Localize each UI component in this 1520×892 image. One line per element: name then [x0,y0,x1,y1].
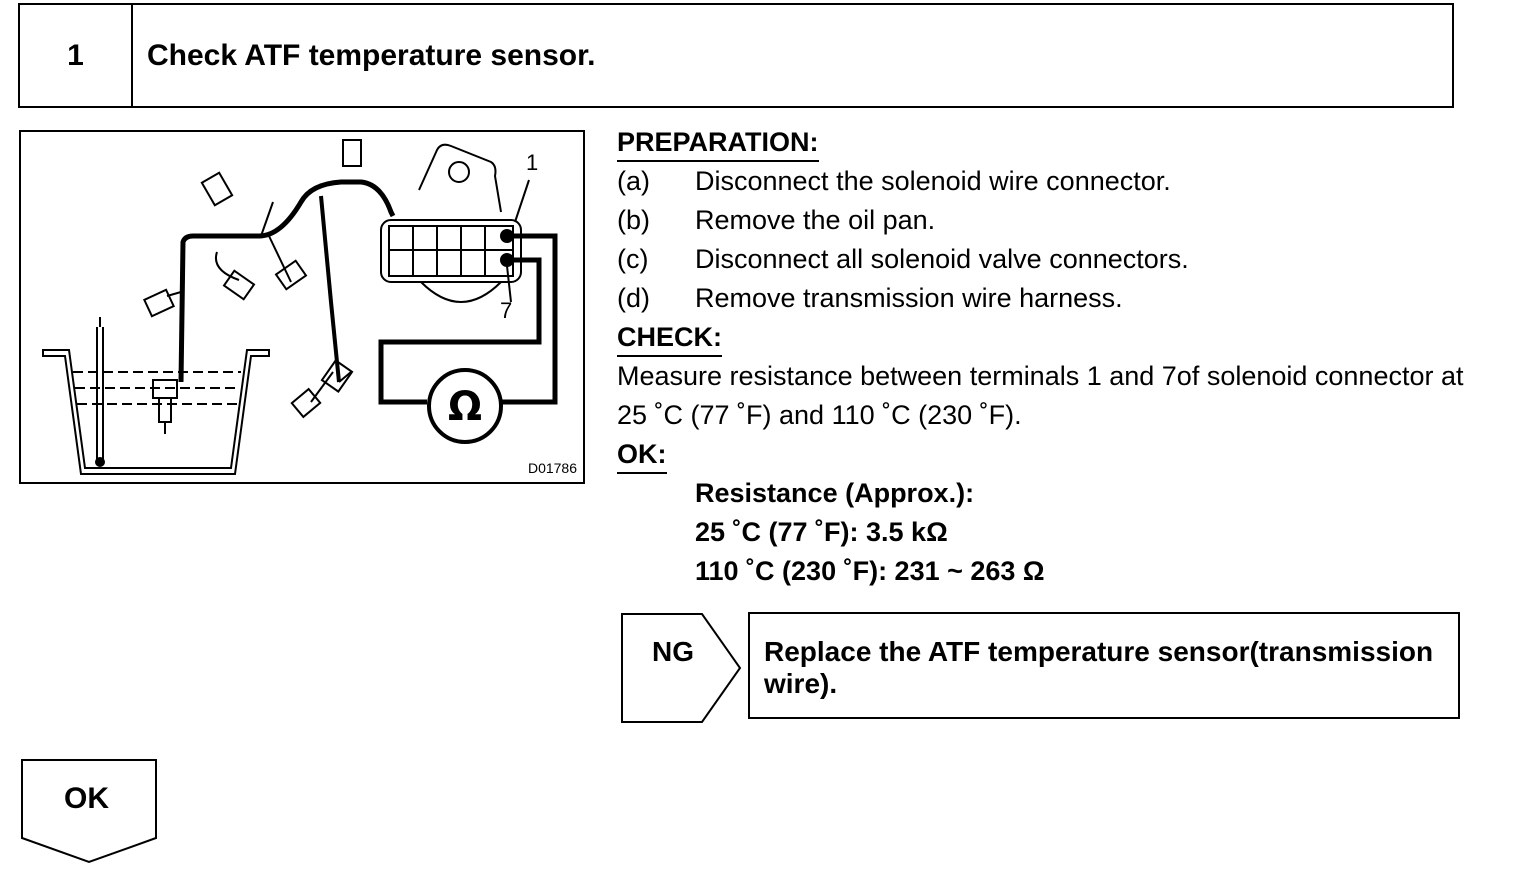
wire-harness [178,179,396,383]
prep-step-letter: (b) [617,205,650,235]
ok-spec-line: 25 ˚C (77 ˚F): 3.5 kΩ [695,517,948,547]
meter-lead-a [501,233,558,405]
prep-step-text: Disconnect the solenoid wire connector. [695,166,1171,196]
check-text: Measure resistance between terminals 1 a… [617,361,1464,430]
prep-step-letter: (c) [617,244,649,274]
prep-step-c: (c) Disconnect all solenoid valve connec… [617,240,1477,279]
prep-step-letter: (d) [617,283,650,313]
ok-spec-line: 110 ˚C (230 ˚F): 231 ~ 263 Ω [695,556,1045,586]
prep-step-b: (b) Remove the oil pan. [617,201,1477,240]
ohm-symbol: Ω [448,384,482,430]
meter-lead-b [378,257,542,405]
check-heading: CHECK: [617,319,722,357]
step-title: Check ATF temperature sensor. [147,38,596,72]
terminal-label-7: 7 [500,298,513,323]
terminal-label-1: 1 [526,150,539,175]
ok-spec-line: Resistance (Approx.): [695,478,975,508]
oil-container [42,349,270,475]
ng-action-box: Replace the ATF temperature sensor(trans… [748,612,1460,719]
figure-id: D01786 [527,460,577,476]
prep-step-letter: (a) [617,166,650,196]
step-number: 1 [20,5,133,106]
thermometer [96,327,104,462]
solenoid-connector [380,219,522,283]
mounting-bracket [418,143,502,213]
preparation-heading: PREPARATION: [617,124,819,162]
ok-label: OK [64,782,109,815]
prep-step-text: Remove the oil pan. [695,205,936,235]
ok-arrow-shape [21,759,157,864]
prep-step-text: Disconnect all solenoid valve connectors… [695,244,1189,274]
ok-heading: OK: [617,436,667,474]
instructions: PREPARATION: (a) Disconnect the solenoid… [617,123,1477,591]
wiring-diagram: Ω D01786 [19,130,585,484]
prep-step-a: (a) Disconnect the solenoid wire connect… [617,162,1477,201]
diagram-illustration: Ω [42,139,558,475]
ohmmeter [427,368,503,444]
prep-step-text: Remove transmission wire harness. [695,283,1123,313]
ng-label: NG [652,636,694,667]
ng-arrow-shape [621,613,742,723]
prep-step-d: (d) Remove transmission wire harness. [617,279,1477,318]
step-header: 1 Check ATF temperature sensor. [18,3,1454,108]
